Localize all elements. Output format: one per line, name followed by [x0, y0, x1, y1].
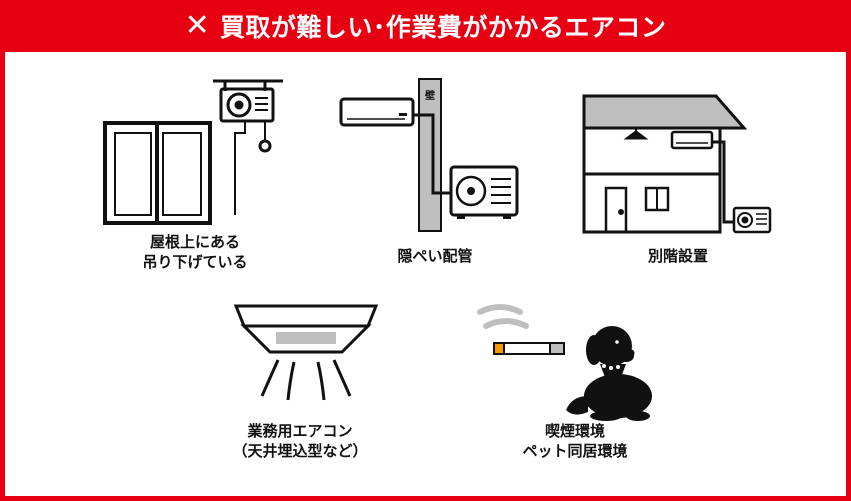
roof-hanging-unit-icon	[103, 79, 283, 225]
item-label: 屋根上にある	[149, 233, 240, 251]
item-label-sub: （天井埋込型など）	[232, 442, 368, 460]
hidden-piping-icon	[339, 78, 519, 232]
header-banner: ✕ 買取が難しい･作業費がかかるエアコン	[0, 0, 851, 52]
smoking-pet-icon	[477, 304, 652, 421]
item-separate-floor: 別階設置	[578, 90, 778, 270]
item-label: 業務用エアコン	[247, 422, 353, 440]
item-label-sub: ペット同居環境	[522, 442, 628, 460]
item-smoking-pet: 喫煙環境 ペット同居環境	[470, 300, 680, 475]
item-label: 喫煙環境	[544, 422, 605, 440]
close-icon: ✕	[184, 8, 210, 43]
item-commercial-ac: 業務用エアコン （天井埋込型など）	[200, 300, 400, 475]
item-label: 隠ぺい配管	[397, 247, 473, 265]
separate-floor-install-icon	[582, 94, 772, 234]
item-label-sub: 吊り下げている	[142, 253, 248, 271]
item-label: 別階設置	[647, 247, 708, 265]
wall-label: 壁	[425, 91, 435, 102]
item-hidden-piping: 壁 隠ぺい配管	[335, 75, 535, 270]
commercial-ceiling-ac-icon	[233, 304, 379, 401]
item-roof-hanging: 屋根上にある 吊り下げている	[95, 75, 295, 280]
page-title: 買取が難しい･作業費がかかるエアコン	[219, 13, 667, 42]
